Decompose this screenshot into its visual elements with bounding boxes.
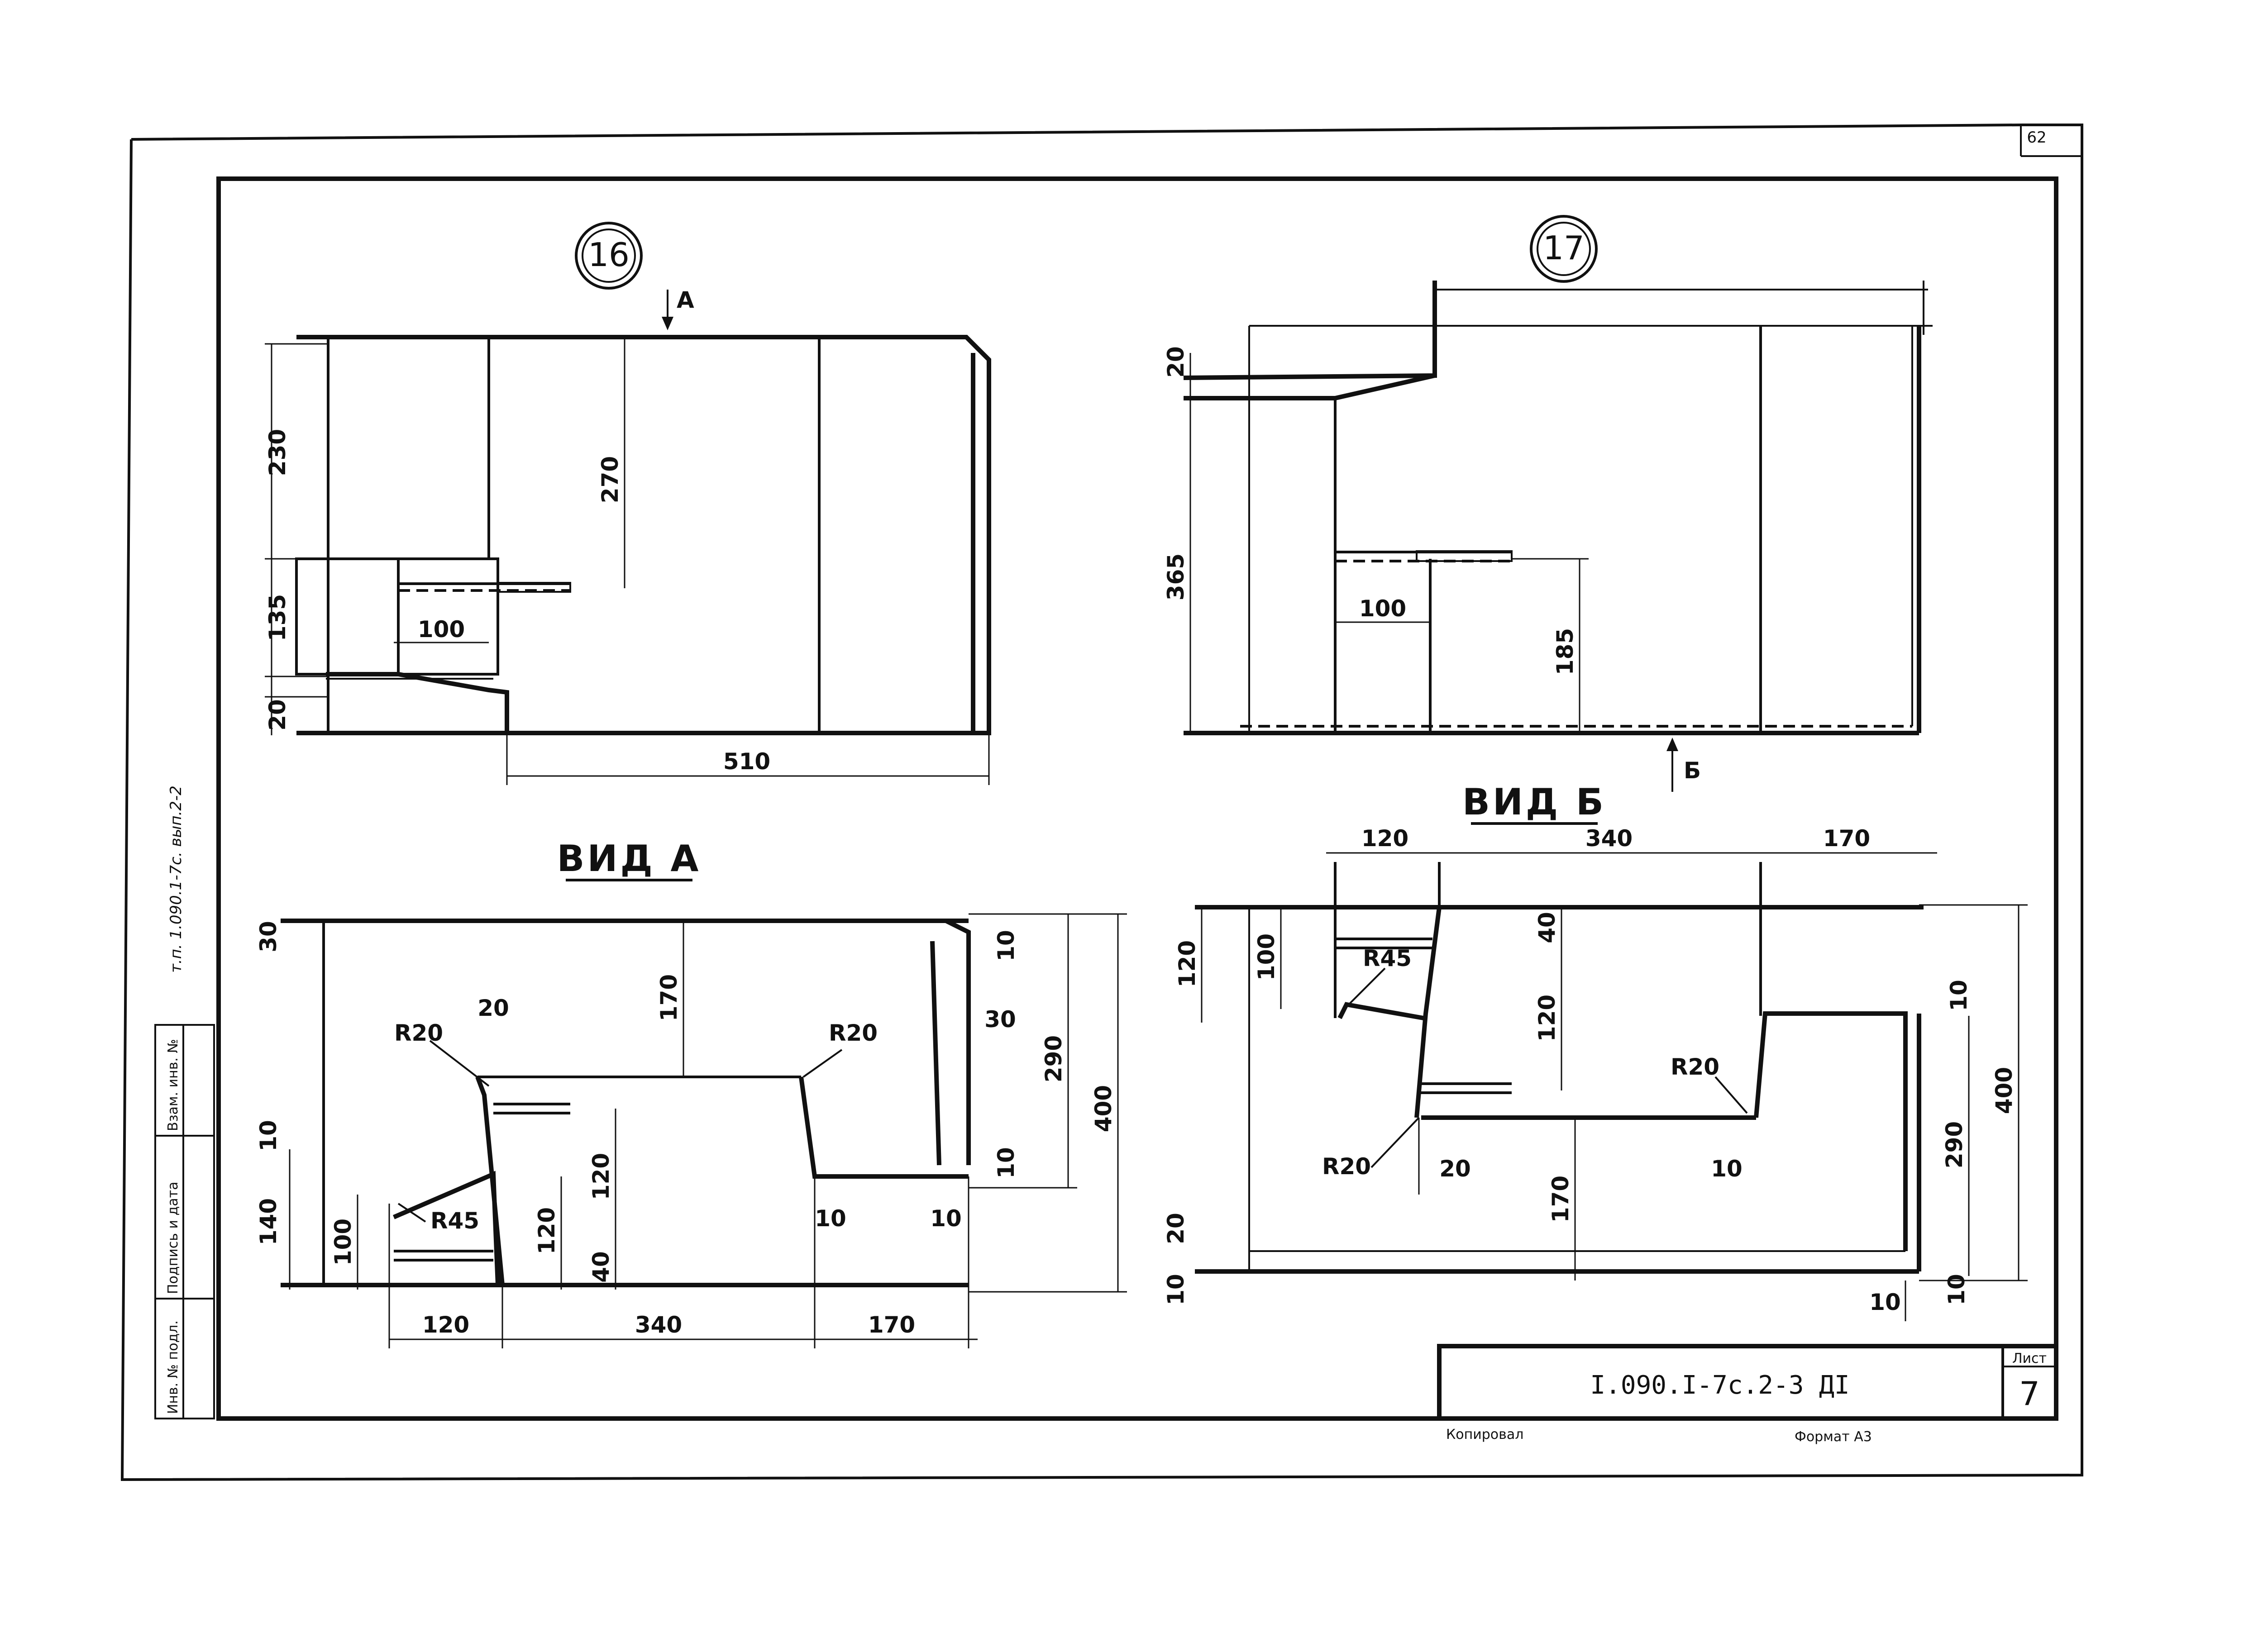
- va-dim-100: 100: [330, 1219, 356, 1266]
- vb-dim-100: 100: [1253, 933, 1280, 981]
- detail-17-view-arrow: Б: [1684, 757, 1701, 784]
- stamp-replaces-inv: Взам. инв. №: [165, 1039, 181, 1131]
- vb-dim-40: 40: [1534, 912, 1560, 943]
- side-note: т.п. 1.090.1-7с. вып.2-2: [167, 786, 185, 973]
- d16-dim-230: 230: [264, 429, 291, 476]
- copied-label: Копировал: [1446, 1427, 1523, 1443]
- d17-dim-20: 20: [1163, 346, 1189, 378]
- va-dim-170-bottom: 170: [868, 1312, 915, 1338]
- va-dim-120-a: 120: [588, 1153, 614, 1200]
- vb-dim-400: 400: [1991, 1067, 2017, 1114]
- title-block: [1437, 1344, 2058, 1421]
- va-dim-10-right: 10: [993, 1147, 1019, 1179]
- vb-radius-r20-right: R20: [1671, 1054, 1719, 1080]
- vb-dim-10-bottom-right: 10: [1869, 1289, 1901, 1315]
- sheet-frame: [120, 124, 2083, 1481]
- va-dim-10-mid: 10: [815, 1205, 846, 1232]
- side-stamp: Инв. № подл. Подпись и дата Взам. инв. №: [154, 1024, 215, 1419]
- vb-dim-10-mid: 10: [1711, 1156, 1743, 1182]
- va-dim-40: 40: [588, 1251, 614, 1283]
- va-dim-120-b: 120: [534, 1207, 560, 1254]
- detail-17-drawing: [1183, 215, 1933, 792]
- vb-dim-170-top: 170: [1823, 825, 1870, 852]
- va-dim-140: 140: [255, 1198, 282, 1245]
- detail-16-view-arrow: А: [677, 287, 694, 313]
- va-radius-r45: R45: [430, 1208, 479, 1234]
- va-radius-r20-left: R20: [394, 1020, 443, 1046]
- d16-dim-20: 20: [264, 699, 291, 731]
- va-radius-r20-right: R20: [829, 1020, 878, 1046]
- va-dim-400: 400: [1090, 1085, 1117, 1132]
- detail-16-marker: 16: [588, 236, 630, 274]
- view-b-title: ВИД Б: [1462, 781, 1606, 823]
- va-dim-30-right: 30: [984, 1006, 1016, 1033]
- stamp-signature-date: Подпись и дата: [165, 1182, 181, 1295]
- va-dim-20: 20: [477, 995, 509, 1021]
- d16-dim-270: 270: [597, 456, 623, 503]
- format-label: Формат А3: [1795, 1429, 1872, 1445]
- vb-dim-10-bottom-left: 10: [1163, 1274, 1189, 1305]
- d16-dim-135: 135: [264, 594, 291, 641]
- va-dim-290: 290: [1041, 1035, 1067, 1082]
- d17-dim-185: 185: [1552, 628, 1578, 675]
- va-dim-10-bottom-right: 10: [930, 1205, 962, 1232]
- vb-radius-r20-left: R20: [1322, 1153, 1371, 1180]
- stamp-inv-number: Инв. № подл.: [165, 1320, 181, 1414]
- vb-radius-r45: R45: [1363, 945, 1412, 971]
- va-dim-10-left: 10: [255, 1120, 282, 1152]
- vb-dim-10-right-top: 10: [1946, 980, 1972, 1011]
- sheet-label: Лист: [2012, 1351, 2047, 1366]
- drawing-code: I.090.I-7c.2-3 ДI: [1590, 1371, 1849, 1400]
- va-dim-120-bottom: 120: [422, 1312, 469, 1338]
- vb-dim-20-bottom: 20: [1163, 1213, 1189, 1244]
- vb-dim-340-top: 340: [1585, 825, 1633, 852]
- vb-dim-120-top: 120: [1361, 825, 1408, 852]
- page-number: 62: [2027, 129, 2046, 147]
- view-a-drawing: [281, 913, 1127, 1348]
- detail-17-marker: 17: [1543, 229, 1585, 267]
- d16-dim-510: 510: [723, 748, 770, 775]
- vb-dim-120-mid: 120: [1534, 995, 1560, 1042]
- va-dim-10-top-right: 10: [993, 930, 1019, 962]
- d17-dim-100: 100: [1359, 595, 1406, 622]
- detail-16-drawing: [265, 222, 991, 785]
- d16-dim-100: 100: [418, 616, 465, 643]
- va-dim-30-top: 30: [255, 921, 282, 952]
- vb-dim-120-left: 120: [1174, 940, 1200, 987]
- vb-dim-290: 290: [1941, 1121, 1967, 1168]
- d17-dim-365: 365: [1163, 553, 1189, 600]
- va-dim-170-vert: 170: [656, 974, 682, 1021]
- vb-dim-170-vert: 170: [1547, 1176, 1574, 1223]
- vb-dim-20-mid: 20: [1439, 1156, 1471, 1182]
- vb-dim-10-far-right: 10: [1943, 1274, 1970, 1305]
- view-a-title: ВИД А: [557, 838, 702, 880]
- va-dim-340-bottom: 340: [635, 1312, 682, 1338]
- sheet-number: 7: [2019, 1375, 2040, 1413]
- view-b-drawing: [1195, 852, 2028, 1321]
